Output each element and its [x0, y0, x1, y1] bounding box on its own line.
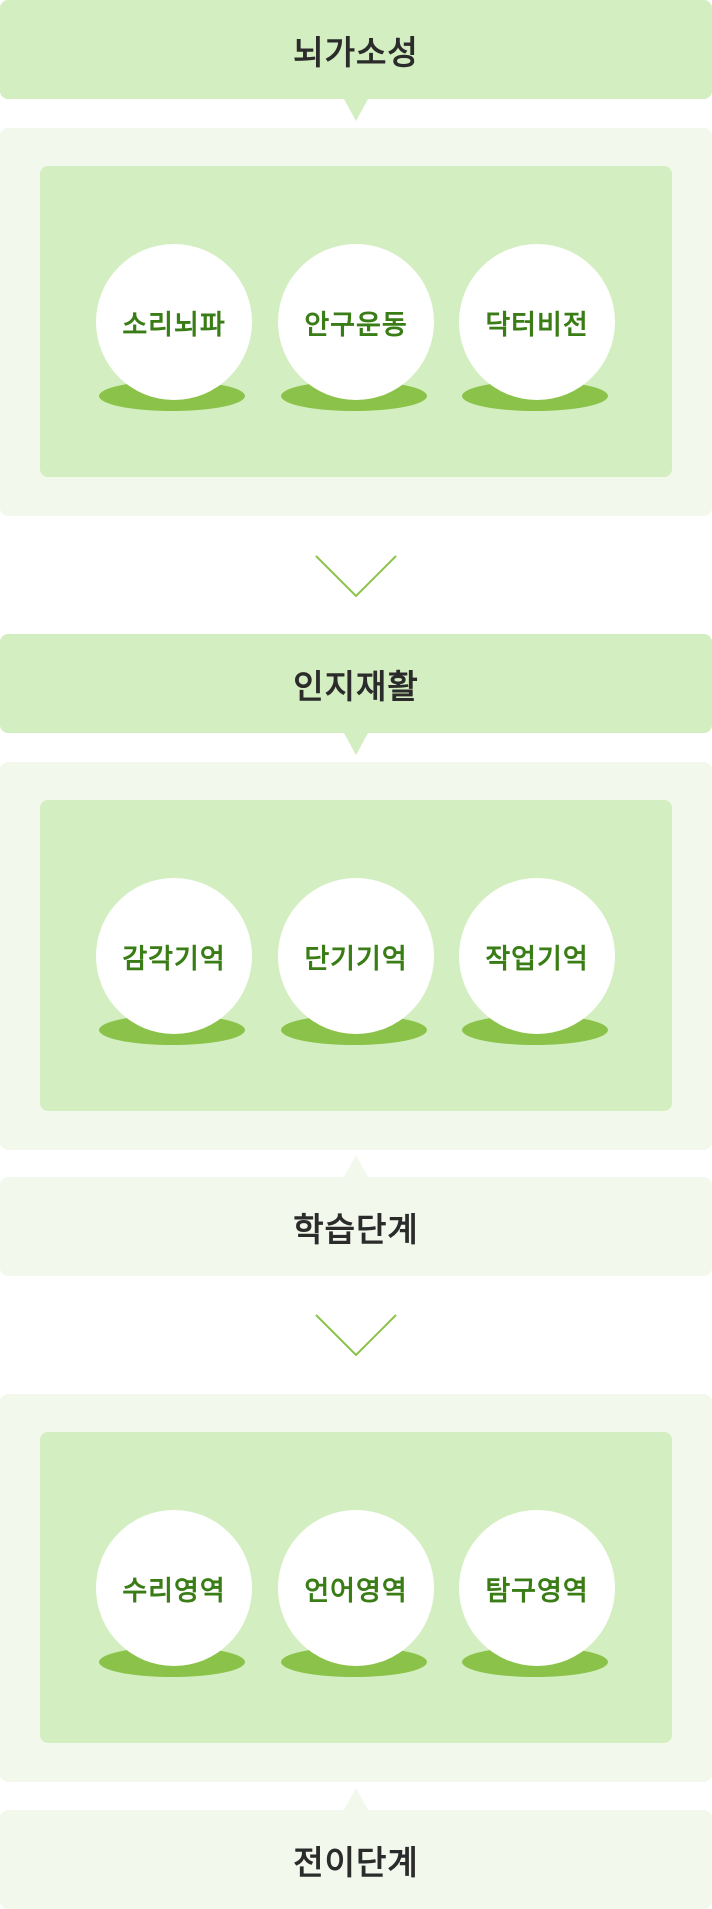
- stage-3-result-pointer: [344, 1788, 368, 1810]
- stage-2-result: 학습단계: [0, 1177, 712, 1276]
- stage-2-item-2: 단기기억: [278, 878, 438, 1046]
- stage-2-title: 인지재활: [293, 666, 419, 706]
- item-circle: 안구운동: [278, 244, 434, 400]
- item-label: 언어영역: [304, 1575, 408, 1607]
- stage-3-item-2: 언어영역: [278, 1510, 438, 1678]
- stage-2-panel-inner: 감각기억 단기기억 작업기억: [40, 800, 672, 1111]
- item-circle: 탐구영역: [459, 1510, 615, 1666]
- item-circle: 언어영역: [278, 1510, 434, 1666]
- stage-3-panel: 수리영역 언어영역 탐구영역: [0, 1394, 712, 1782]
- item-circle: 감각기억: [96, 878, 252, 1034]
- stage-2-header-pointer: [344, 733, 368, 755]
- stage-1-item-3: 닥터비전: [459, 244, 619, 412]
- item-label: 안구운동: [304, 309, 408, 341]
- stage-3-result-label: 전이단계: [293, 1842, 419, 1882]
- stage-1-title: 뇌가소성: [293, 32, 419, 72]
- item-circle: 소리뇌파: [96, 244, 252, 400]
- stage-3-result: 전이단계: [0, 1810, 712, 1909]
- item-label: 소리뇌파: [122, 309, 226, 341]
- stage-2-result-label: 학습단계: [293, 1209, 419, 1249]
- stage-3-item-1: 수리영역: [96, 1510, 256, 1678]
- chevron-down-icon: [315, 555, 397, 598]
- item-label: 닥터비전: [485, 309, 589, 341]
- stage-2-panel: 감각기억 단기기억 작업기억: [0, 762, 712, 1150]
- chevron-down-icon: [315, 1314, 397, 1357]
- stage-2-header: 인지재활: [0, 634, 712, 733]
- stage-3-panel-inner: 수리영역 언어영역 탐구영역: [40, 1432, 672, 1743]
- stage-2-result-pointer: [344, 1155, 368, 1177]
- stage-3-item-3: 탐구영역: [459, 1510, 619, 1678]
- stage-1-item-1: 소리뇌파: [96, 244, 256, 412]
- item-label: 수리영역: [122, 1575, 226, 1607]
- stage-1-panel: 소리뇌파 안구운동 닥터비전: [0, 128, 712, 516]
- stage-1-header: 뇌가소성: [0, 0, 712, 99]
- stage-2-item-3: 작업기억: [459, 878, 619, 1046]
- stage-2-item-1: 감각기억: [96, 878, 256, 1046]
- item-label: 감각기억: [122, 943, 226, 975]
- item-circle: 단기기억: [278, 878, 434, 1034]
- item-label: 단기기억: [304, 943, 408, 975]
- item-circle: 닥터비전: [459, 244, 615, 400]
- stage-1-header-pointer: [344, 99, 368, 121]
- item-circle: 작업기억: [459, 878, 615, 1034]
- item-label: 작업기억: [485, 943, 589, 975]
- stage-1-panel-inner: 소리뇌파 안구운동 닥터비전: [40, 166, 672, 477]
- stage-1-item-2: 안구운동: [278, 244, 438, 412]
- item-label: 탐구영역: [485, 1575, 589, 1607]
- item-circle: 수리영역: [96, 1510, 252, 1666]
